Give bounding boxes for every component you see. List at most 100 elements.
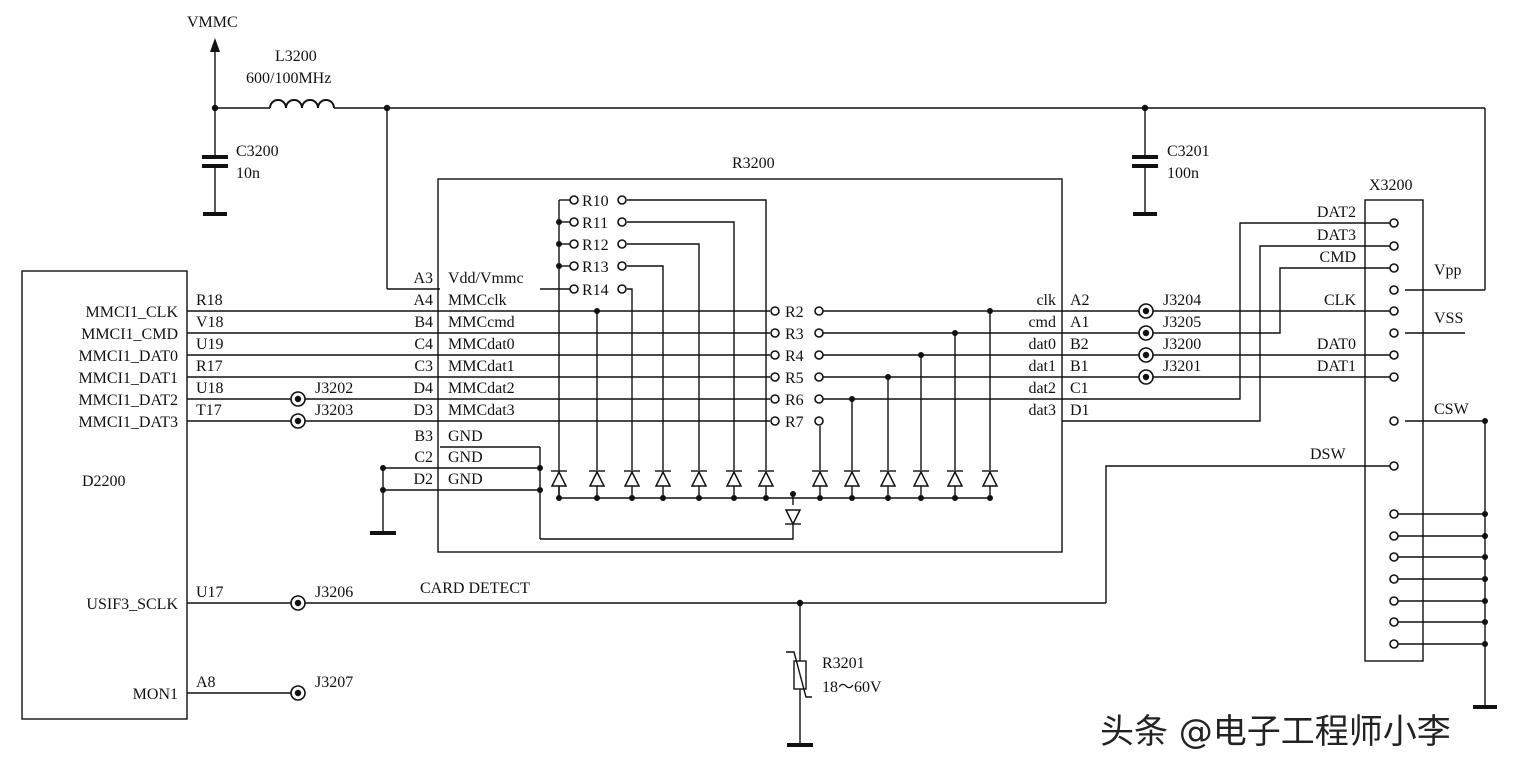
r3200-pin-a3: A3 [413,270,433,287]
resistor-r10-pin-a [569,195,579,205]
d2200-ball-r18: R18 [196,292,223,309]
x3200-gnd-junction-4 [1482,576,1488,582]
resistor-r5-label: R5 [785,370,804,387]
tvs-diode-3-junction [629,495,635,501]
r3200-right-pin-b2: B2 [1070,336,1089,353]
watermark: 头条 @电子工程师小李 [1100,712,1451,752]
test-point-label-j3200: J3200 [1163,336,1201,353]
r3200-signal-0: Vdd/Vmmc [448,270,524,287]
vpp-label: Vpp [1434,262,1462,279]
r3200-pin-d2: D2 [413,471,433,488]
r3200-pin-d3: D3 [413,402,433,419]
resistor-r12-label: R12 [582,237,609,254]
x3200-pin-4 [1389,285,1399,295]
r3200-right-signal-dat1: dat1 [1028,358,1056,375]
tvs-diode-3 [623,470,641,487]
tvs-diode-8 [811,470,829,487]
x3200-gnd-junction-7 [1482,641,1488,647]
x3200-pin-10 [1389,461,1399,471]
resistor-r12-pin-a [569,239,579,249]
x3200-pin-13 [1389,552,1399,562]
r3200-right-signal-cmd: cmd [1028,314,1056,331]
resistor-r6-pin-a [770,394,780,404]
test-point-label-j3207: J3207 [315,674,353,691]
test-point-label-j3202: J3202 [315,380,353,397]
x3200-gnd-junction-2 [1482,533,1488,539]
x3200-pin-label-clk: CLK [1324,292,1356,309]
x3200-pin-9 [1389,416,1399,426]
resistor-r12-pin-b [617,239,627,249]
tvs-diode-7 [757,470,775,487]
resistor-r4-label: R4 [785,348,804,365]
r3200-signal-9: GND [448,471,483,488]
x3200-pin-5 [1389,306,1399,316]
resistor-r10-pin-b [617,195,627,205]
resistor-r11-pin-a [569,217,579,227]
x3200-pin-label-dat0: DAT0 [1317,336,1356,353]
r3200-signal-4: MMCdat1 [448,358,515,375]
r3200-signal-6: MMCdat3 [448,402,515,419]
power-rail [202,38,1486,291]
resistor-r13-pin-b [617,261,627,271]
resistor-r2-pin-b [814,306,824,316]
r3200-right-pin-a2: A2 [1070,292,1090,309]
x3200-pin-7 [1389,350,1399,360]
d2200-pin-mon1: MON1 [133,686,178,703]
resistor-r14-pin-a [569,284,579,294]
x3200-pin-14 [1389,574,1399,584]
inductor-symbol [269,99,335,109]
r3200-ref: R3200 [732,155,775,172]
resistor-r11-label: R11 [582,215,608,232]
tvs-diode-8-junction [817,495,823,501]
x3200-block [1364,199,1424,662]
c3201-ref: C3201 [1167,143,1210,160]
d2200-pin-mmci1_clk: MMCI1_CLK [86,304,179,321]
r3200-pin-d4: D4 [413,380,433,397]
x3200-gnd-junction-5 [1482,598,1488,604]
x3200-pin-label-cmd: CMD [1320,249,1356,266]
tvs-diode-9-junction [849,495,855,501]
x3200-pin-8 [1389,372,1399,382]
x3200-pin-11 [1389,509,1399,519]
tvs-diode-9 [843,470,861,487]
x3200-pin-12 [1389,531,1399,541]
vmmc-arrow-icon [210,38,220,52]
tvs-diode-4-junction [660,495,666,501]
d2200-ref: D2200 [82,473,126,490]
c3200-ref: C3200 [236,143,279,160]
tvs-diode-13-junction [987,495,993,501]
x3200-ref: X3200 [1369,177,1413,194]
r3200-right-signal-dat3: dat3 [1028,402,1056,419]
test-point-j3201-center [1142,373,1150,381]
resistor-r14-pin-b [617,284,627,294]
x3200-pin-16 [1389,617,1399,627]
resistor-r6-pin-b [814,394,824,404]
resistor-r2-label: R2 [785,304,804,321]
resistor-r7-label: R7 [785,414,804,431]
resistor-r14-label: R14 [582,282,609,299]
tvs-diode-13 [981,470,999,487]
d2200-ball-u19: U19 [196,336,224,353]
x3200-wiring [1062,222,1497,709]
d2200-pin-mmci1_cmd: MMCI1_CMD [81,326,178,343]
d2200-ball-v18: V18 [196,314,224,331]
x3200-pin-17 [1389,639,1399,649]
x3200-pin-15 [1389,596,1399,606]
l3200-value: 600/100MHz [246,70,331,87]
d2200-pin-usif3_sclk: USIF3_SCLK [86,596,178,613]
d2200-pin-mmci1_dat3: MMCI1_DAT3 [78,414,178,431]
tvs-diode-bottom [784,509,802,526]
d2200-ball-u17: U17 [196,584,224,601]
c3201-value: 100n [1167,165,1199,182]
d2200-ball-t17: T17 [196,402,222,419]
r3201-ref: R3201 [822,655,865,672]
tvs-diode-6 [725,470,743,487]
resistor-r3-pin-a [770,328,780,338]
d2200-ball-r17: R17 [196,358,223,375]
test-point-j3202-center [294,395,302,403]
r3200-internal-wiring [539,199,1062,540]
x3200-pin-label-dat2: DAT2 [1317,204,1356,221]
resistor-r11-pin-b [617,217,627,227]
resistor-r3-pin-b [814,328,824,338]
